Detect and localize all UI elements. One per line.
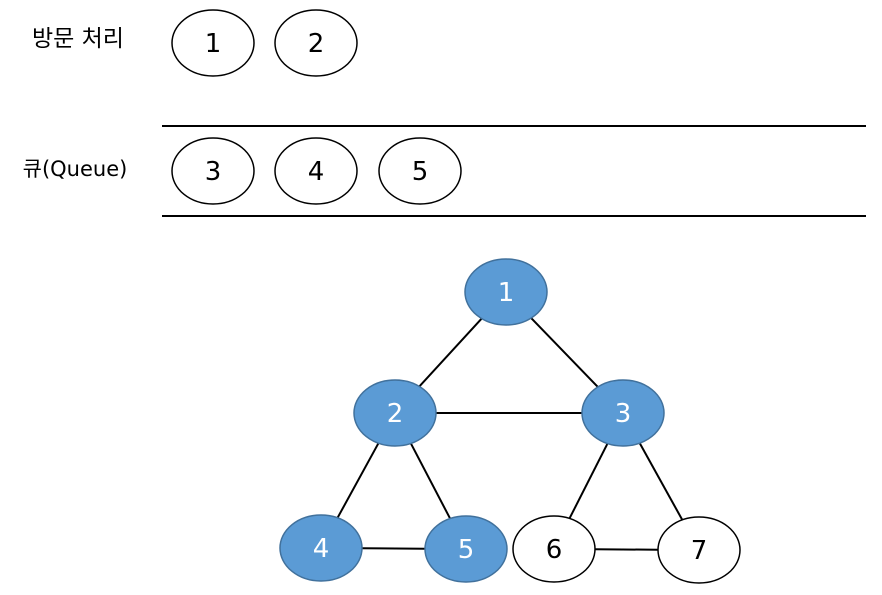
graph-nodes: 1 2 3 4 5 6 7 [279, 258, 741, 584]
queue-node-5: 5 [378, 137, 462, 205]
edge-1-2 [418, 317, 483, 388]
queue-node-5-label: 5 [412, 157, 429, 187]
graph-node-3: 3 [581, 379, 665, 447]
graph-edges [336, 317, 684, 551]
graph-node-4-label: 4 [313, 534, 330, 564]
edge-1-3 [530, 317, 599, 388]
graph-node-4: 4 [279, 514, 363, 582]
edge-3-6 [568, 443, 609, 519]
queue-node-3-circle [171, 137, 255, 205]
graph-node-3-label: 3 [615, 399, 632, 429]
queue-node-4: 4 [274, 137, 358, 205]
queue-node-4-label: 4 [308, 157, 325, 187]
visited-node-2: 2 [274, 9, 358, 77]
graph-node-3-circle [581, 379, 665, 447]
edge-2-5 [409, 442, 452, 520]
queue-label: 큐(Queue) [23, 157, 128, 181]
queue-node-4-circle [274, 137, 358, 205]
edge-3-7 [638, 442, 684, 521]
graph-node-1-label: 1 [498, 278, 515, 308]
graph-node-6-label: 6 [546, 535, 563, 565]
graph-node-1-circle [464, 258, 548, 326]
visited-node-1-label: 1 [205, 29, 222, 59]
graph-node-7-circle [657, 516, 741, 584]
graph-node-2: 2 [353, 379, 437, 447]
graph-node-2-label: 2 [387, 399, 404, 429]
queue-node-5-circle [378, 137, 462, 205]
queue-row: 3 4 5 [171, 137, 462, 205]
visited-node-1-circle [171, 9, 255, 77]
visited-label: 방문 처리 [32, 26, 124, 52]
graph-node-7-label: 7 [691, 536, 708, 566]
graph-node-7: 7 [657, 516, 741, 584]
graph-node-1: 1 [464, 258, 548, 326]
graph-node-5: 5 [424, 515, 508, 583]
graph-node-5-label: 5 [458, 535, 475, 565]
graph-node-5-circle [424, 515, 508, 583]
queue-node-3-label: 3 [205, 157, 222, 187]
graph-node-6: 6 [512, 515, 596, 583]
visited-node-2-circle [274, 9, 358, 77]
visited-node-2-label: 2 [308, 29, 325, 59]
graph-node-2-circle [353, 379, 437, 447]
visited-node-1: 1 [171, 9, 255, 77]
queue-node-3: 3 [171, 137, 255, 205]
edge-2-4 [336, 442, 380, 519]
graph-node-6-circle [512, 515, 596, 583]
graph-node-4-circle [279, 514, 363, 582]
